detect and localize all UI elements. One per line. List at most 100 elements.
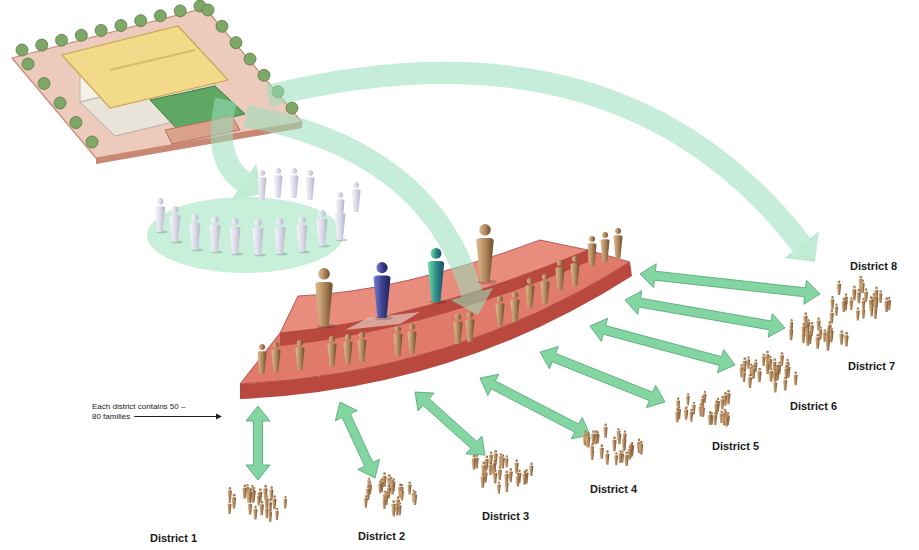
figure-head xyxy=(857,289,860,292)
family-figure xyxy=(259,501,263,516)
figure-head xyxy=(778,361,781,364)
figure-body xyxy=(514,463,518,474)
council-member xyxy=(408,324,417,354)
family-figure xyxy=(269,486,273,500)
district-crowd xyxy=(364,472,417,516)
family-figure xyxy=(874,297,878,311)
figure-head xyxy=(252,489,255,492)
group-member xyxy=(306,170,315,200)
family-figure xyxy=(268,499,272,513)
figure-head xyxy=(810,322,813,325)
group-member xyxy=(275,218,288,255)
family-figure xyxy=(757,368,761,383)
figure-head xyxy=(542,274,548,280)
council-member xyxy=(466,312,475,342)
family-figure xyxy=(253,506,257,520)
family-figure xyxy=(810,322,814,336)
figure-body xyxy=(265,498,269,508)
figure-head xyxy=(794,372,797,375)
figure-head xyxy=(600,444,603,447)
figure-head xyxy=(583,431,586,434)
figure-head xyxy=(387,484,390,487)
figure-head xyxy=(383,472,386,475)
advisory-group xyxy=(147,168,361,273)
family-figure xyxy=(242,485,246,499)
figure-body xyxy=(511,299,520,322)
tree xyxy=(244,53,256,65)
family-figure xyxy=(228,487,232,501)
council-member xyxy=(258,344,267,374)
figure-head xyxy=(249,501,252,504)
figure-body xyxy=(614,455,618,465)
family-figure xyxy=(268,509,272,522)
figure-head xyxy=(392,500,395,503)
figure-head xyxy=(727,390,730,393)
family-figure xyxy=(493,469,497,483)
figure-body xyxy=(290,175,299,198)
figure-head xyxy=(677,397,680,400)
figure-body xyxy=(498,469,502,480)
figure-body xyxy=(701,407,705,416)
family-figure xyxy=(816,317,820,331)
figure-body xyxy=(541,281,550,304)
leader-line xyxy=(134,416,217,417)
figure-head xyxy=(752,365,755,368)
family-figure xyxy=(232,494,236,509)
figure-head xyxy=(720,410,723,413)
figure-head xyxy=(494,469,497,472)
figure-head xyxy=(408,481,411,484)
group-member xyxy=(155,198,168,233)
figure-head xyxy=(515,459,518,462)
figure-body xyxy=(556,267,565,290)
flow-arrow xyxy=(268,73,819,262)
figure-head xyxy=(828,321,831,324)
figure-head xyxy=(602,232,608,238)
figure-head xyxy=(830,330,832,332)
figure-head xyxy=(265,505,268,508)
figure-body xyxy=(601,239,610,262)
family-figure xyxy=(392,504,396,516)
figure-body xyxy=(275,511,279,520)
figure-body xyxy=(720,399,724,409)
figure-head xyxy=(391,480,394,483)
figure-body xyxy=(230,227,241,254)
figure-body xyxy=(493,454,497,465)
family-figure xyxy=(873,306,877,319)
figure-head xyxy=(393,504,395,506)
figure-body xyxy=(382,499,386,509)
figure-body xyxy=(686,396,690,405)
figure-body xyxy=(605,454,609,465)
figure-head xyxy=(254,506,257,509)
family-figure xyxy=(684,406,688,419)
figure-body xyxy=(861,310,865,319)
district-crowd xyxy=(472,450,534,494)
figure-head xyxy=(269,509,272,512)
group-member xyxy=(352,182,361,212)
figure-head xyxy=(232,494,235,497)
figure-head xyxy=(826,336,829,339)
figure-head xyxy=(618,430,621,433)
figure-body xyxy=(257,496,261,506)
figure-head xyxy=(398,502,401,505)
figure-body xyxy=(335,213,346,240)
figure-head xyxy=(273,342,279,348)
tree xyxy=(216,20,228,32)
figure-body xyxy=(826,339,830,350)
figure-body xyxy=(395,506,399,515)
family-figure xyxy=(522,470,526,484)
figure-head xyxy=(874,306,877,309)
figure-head xyxy=(715,400,718,403)
figure-head xyxy=(817,317,820,320)
family-figure xyxy=(864,288,868,302)
family-figure xyxy=(772,358,776,372)
family-figure xyxy=(801,331,805,344)
figure-body xyxy=(227,504,231,514)
figure-body xyxy=(852,289,856,300)
figure-head xyxy=(709,411,712,414)
figure-body xyxy=(864,292,868,302)
council-member xyxy=(454,314,463,344)
district-crowd xyxy=(583,424,643,466)
family-figure xyxy=(844,332,848,347)
figure-body xyxy=(522,474,526,485)
